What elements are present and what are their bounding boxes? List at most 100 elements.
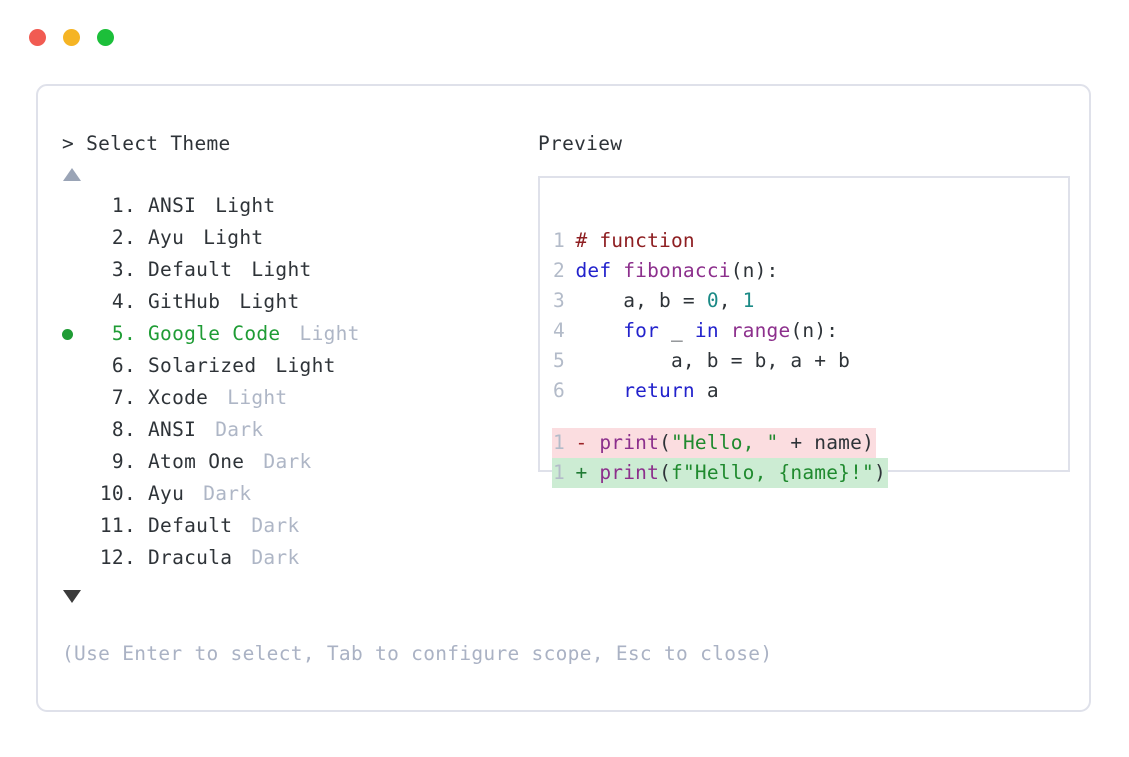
- theme-item-variant: Light: [287, 322, 360, 345]
- theme-list-item[interactable]: 12. Dracula Dark: [62, 542, 532, 574]
- diff-line-wrapper: 1+ print(f"Hello, {name}!"): [552, 458, 888, 488]
- selected-bullet-slot: [62, 286, 88, 318]
- preview-heading: Preview: [538, 132, 623, 155]
- code-token-keyword: in: [694, 319, 719, 342]
- zoom-window-button[interactable]: [97, 29, 114, 46]
- theme-item-name: Ayu: [148, 482, 185, 505]
- theme-item-variant: Dark: [239, 514, 300, 537]
- diff-line-del: 1- print("Hello, " + name): [552, 428, 877, 458]
- theme-item-name: Atom One: [148, 450, 245, 473]
- theme-list-item[interactable]: 11.Default Dark: [62, 510, 532, 542]
- theme-item-name: GitHub: [148, 290, 221, 313]
- code-token-func: fibonacci: [623, 259, 731, 282]
- selected-bullet-slot: [62, 478, 88, 510]
- theme-list-item[interactable]: 10.Ayu Dark: [62, 478, 532, 510]
- code-token-func: print: [599, 431, 660, 454]
- code-line-number: 1: [552, 431, 565, 454]
- selected-bullet-slot: [62, 350, 88, 382]
- selected-bullet-slot: [62, 254, 88, 286]
- theme-list-item[interactable]: 1. ANSI Light: [62, 190, 532, 222]
- theme-item-name: Default: [148, 258, 233, 281]
- code-token-func: range: [730, 319, 791, 342]
- theme-list-item[interactable]: 6.Solarized Light: [62, 350, 532, 382]
- minimize-window-button[interactable]: [63, 29, 80, 46]
- selected-bullet-slot: [62, 414, 88, 446]
- code-token-plain: a: [694, 379, 719, 402]
- theme-item-name: ANSI: [148, 418, 197, 441]
- select-theme-label: Select Theme: [86, 132, 231, 155]
- triangle-down-icon[interactable]: [63, 590, 81, 603]
- keyboard-hint: (Use Enter to select, Tab to configure s…: [62, 642, 773, 665]
- theme-item-number: 7.: [111, 386, 136, 409]
- code-token-plain: + name): [778, 431, 875, 454]
- code-token-plain: ,: [718, 289, 743, 312]
- selected-bullet-slot: [62, 222, 88, 254]
- code-line: 6 return a: [552, 376, 888, 406]
- code-blank-line: [552, 406, 888, 428]
- code-token-plain: [575, 319, 623, 342]
- code-token-comment: # function: [575, 229, 695, 252]
- theme-item-variant: Light: [215, 386, 288, 409]
- window-traffic-lights: [29, 29, 114, 46]
- theme-list-item[interactable]: 8. ANSI Dark: [62, 414, 532, 446]
- theme-item-variant: Dark: [239, 546, 300, 569]
- code-line-number: 1: [552, 229, 565, 252]
- code-token-plain: (: [659, 431, 672, 454]
- theme-item-variant: Light: [239, 258, 312, 281]
- diff-line-wrapper: 1- print("Hello, " + name): [552, 428, 888, 458]
- theme-item-name: Dracula: [148, 546, 233, 569]
- theme-list-item[interactable]: 7. Xcode Light: [62, 382, 532, 414]
- code-token-func: print: [599, 461, 660, 484]
- selected-bullet-icon: [62, 328, 73, 340]
- code-token-plain: (n):: [730, 259, 779, 282]
- theme-item-number: 8.: [111, 418, 136, 441]
- selected-bullet-slot: [62, 510, 88, 542]
- code-line-number: 4: [552, 319, 565, 342]
- select-theme-heading: > Select Theme: [62, 132, 532, 156]
- code-token-plain: _: [659, 319, 695, 342]
- code-token-string: f"Hello, {name}!": [671, 461, 874, 484]
- theme-item-name: Xcode: [148, 386, 209, 409]
- theme-item-variant: Dark: [191, 482, 252, 505]
- theme-item-name: ANSI: [148, 194, 197, 217]
- code-token-plain: ): [874, 461, 886, 484]
- prompt-caret: >: [62, 132, 75, 155]
- code-token-plain: (n):: [790, 319, 839, 342]
- theme-list-item[interactable]: 3. Default Light: [62, 254, 532, 286]
- theme-item-number: 5.: [111, 322, 136, 345]
- theme-item-number: 3.: [111, 258, 136, 281]
- theme-item-number: 11.: [99, 514, 136, 537]
- code-line-number: 2: [552, 259, 565, 282]
- theme-item-number: 2.: [111, 226, 136, 249]
- diff-line-add: 1+ print(f"Hello, {name}!"): [552, 458, 888, 488]
- theme-list-item[interactable]: 4.GitHub Light: [62, 286, 532, 318]
- code-token-plain: (: [659, 461, 672, 484]
- theme-list-item[interactable]: 9.Atom One Dark: [62, 446, 532, 478]
- theme-item-number: 4.: [111, 290, 136, 313]
- code-token-plain: a, b =: [575, 289, 707, 312]
- selected-bullet-slot: [62, 318, 88, 350]
- code-token-keyword: def: [575, 259, 624, 282]
- diff-marker: +: [575, 461, 600, 484]
- code-line-number: 5: [552, 349, 565, 372]
- code-token-number: 0: [706, 289, 719, 312]
- code-token-number: 1: [742, 289, 755, 312]
- theme-item-variant: Dark: [251, 450, 312, 473]
- theme-item-variant: Dark: [203, 418, 264, 441]
- close-window-button[interactable]: [29, 29, 46, 46]
- selected-bullet-slot: [62, 190, 88, 222]
- code-token-plain: a, b = b, a + b: [575, 349, 851, 372]
- triangle-up-icon[interactable]: [63, 168, 81, 181]
- theme-list-item[interactable]: 2.Ayu Light: [62, 222, 532, 254]
- theme-list-item[interactable]: 5.Google Code Light: [62, 318, 532, 350]
- code-line-number: 6: [552, 379, 565, 402]
- theme-item-variant: Light: [203, 194, 276, 217]
- selected-bullet-slot: [62, 446, 88, 478]
- theme-item-number: 12.: [99, 546, 136, 569]
- theme-item-number: 1.: [111, 194, 136, 217]
